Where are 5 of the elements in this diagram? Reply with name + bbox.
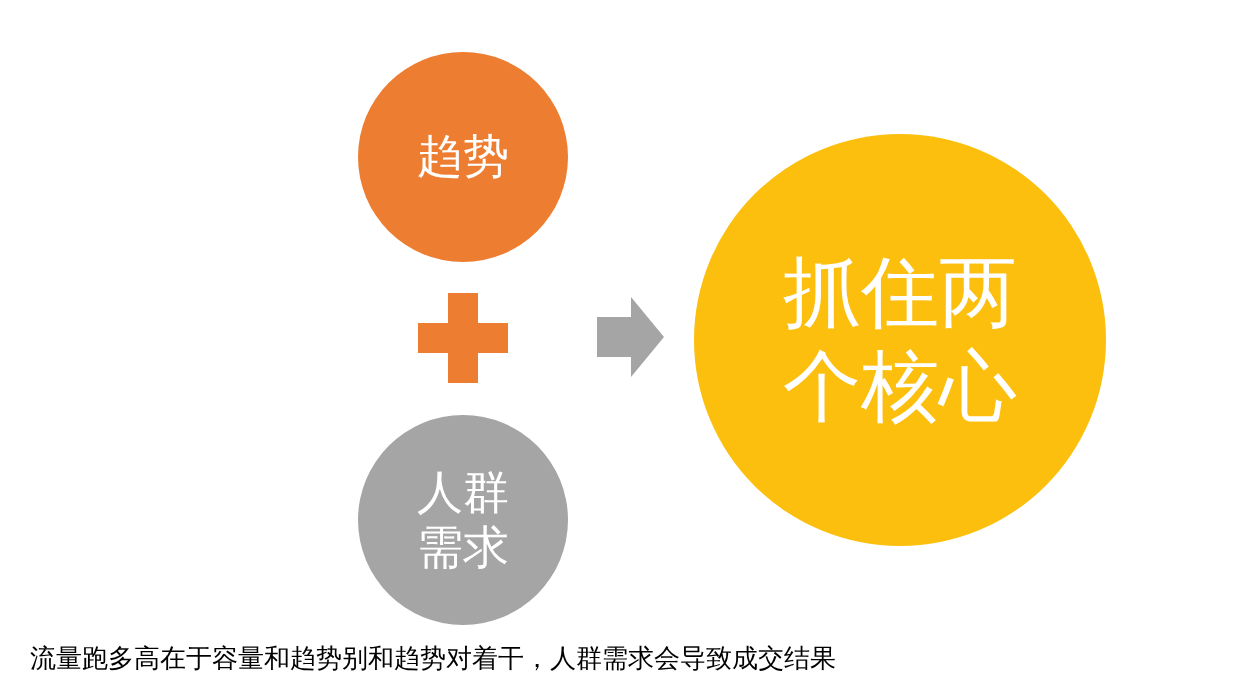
circle-label: 抓住两个核心 bbox=[782, 247, 1018, 432]
circle-label: 趋势 bbox=[416, 129, 510, 185]
circle-label: 人群需求 bbox=[416, 464, 510, 575]
block-arrow bbox=[597, 297, 664, 377]
caption: 流量跑多高在于容量和趋势别和趋势对着干，人群需求会导致成交结果 bbox=[30, 642, 836, 675]
